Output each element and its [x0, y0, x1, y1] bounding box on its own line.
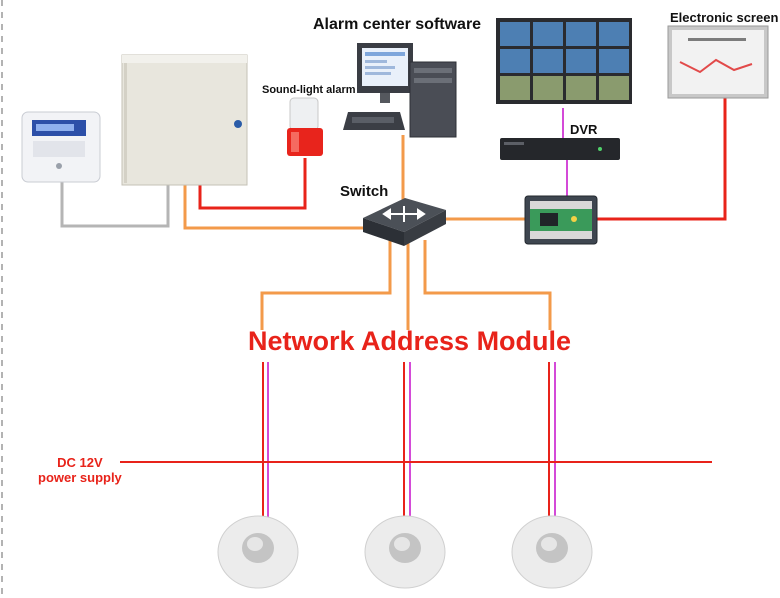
red-links	[198, 95, 727, 221]
switch-device	[363, 198, 446, 246]
magenta-links	[267, 108, 568, 520]
switch-label: Switch	[340, 183, 389, 200]
dvr-label: DVR	[570, 122, 598, 137]
power-supply-line2: power supply	[38, 470, 122, 485]
electronic-screen-device	[667, 25, 769, 99]
power-supply-label: DC 12V power supply	[38, 455, 122, 485]
electronic-screen-label: Electronic screen	[670, 10, 779, 25]
alarm-host-cabinet	[121, 54, 248, 186]
pir-detector-2	[364, 515, 446, 589]
power-supply-line1: DC 12V	[57, 455, 103, 470]
computer-device	[343, 43, 457, 138]
pir-detector-3	[511, 515, 593, 589]
io-module-device	[524, 195, 598, 245]
sound-light-alarm-device	[287, 97, 323, 156]
dvr-device	[500, 138, 620, 160]
sound-light-alarm-label: Sound-light alarm	[262, 84, 356, 96]
video-wall-device	[496, 18, 632, 104]
module-red-links	[262, 362, 550, 520]
pir-detector-1	[217, 515, 299, 589]
network-address-module-label: Network Address Module	[248, 326, 572, 356]
keypad-device	[21, 111, 101, 183]
gray-links	[60, 180, 170, 228]
alarm-center-label: Alarm center software	[313, 16, 482, 33]
orange-links	[183, 135, 552, 330]
